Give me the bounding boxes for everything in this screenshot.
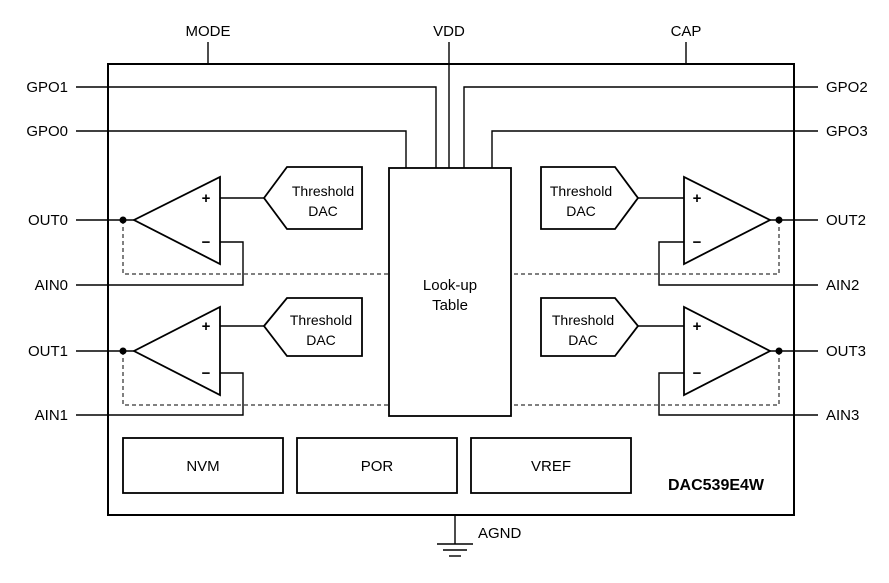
lookup-table-block	[388, 167, 512, 417]
ain2-wire	[658, 241, 818, 286]
pin-out3-label: OUT3	[826, 343, 866, 360]
pin-gpo2-label: GPO2	[826, 79, 868, 96]
por-block	[296, 437, 458, 494]
pin-cap-label: CAP	[671, 23, 702, 40]
dac3-label-line2: DAC	[568, 332, 598, 348]
pin-ain1-label: AIN1	[35, 407, 68, 424]
pin-ain2-label: AIN2	[826, 277, 859, 294]
pin-ain0-label: AIN0	[35, 277, 68, 294]
pin-out1-label: OUT1	[28, 343, 68, 360]
pin-ain3-label: AIN3	[826, 407, 859, 424]
feedback0-dash	[122, 220, 389, 275]
pin-vdd-label: VDD	[433, 23, 465, 40]
gpo1-wire	[76, 86, 437, 168]
chip-outline	[107, 63, 795, 516]
pin-out0-label: OUT0	[28, 212, 68, 229]
gpo2-wire	[463, 86, 818, 168]
threshold-dac3	[540, 297, 640, 357]
vref-block	[470, 437, 632, 494]
ain1-wire	[76, 372, 244, 416]
threshold-dac2	[540, 166, 640, 230]
gpo3-wire	[491, 130, 818, 168]
comp2-plus: +	[693, 190, 702, 207]
por-label: POR	[361, 458, 394, 475]
comp3-minus: −	[693, 365, 702, 382]
vref-label: VREF	[531, 458, 571, 475]
gpo0-wire	[76, 130, 407, 168]
lut-label-line1: Look-up	[423, 277, 477, 294]
dac1-label-line2: DAC	[306, 332, 336, 348]
comp2-minus: −	[693, 234, 702, 251]
nvm-block	[122, 437, 284, 494]
comparator3	[683, 305, 772, 397]
threshold-dac1	[262, 297, 363, 357]
feedback1-dash	[122, 351, 389, 406]
pin-out2-label: OUT2	[826, 212, 866, 229]
comp3-plus: +	[693, 318, 702, 335]
ain0-wire	[76, 241, 244, 286]
dac3-label-line1: Threshold	[552, 312, 614, 328]
nvm-label: NVM	[186, 458, 219, 475]
ain3-wire	[658, 372, 818, 416]
pin-mode-label: MODE	[186, 23, 231, 40]
comp0-minus: −	[202, 234, 211, 251]
pin-gpo0-label: GPO0	[26, 123, 68, 140]
dac1-label-line1: Threshold	[290, 312, 352, 328]
feedback2-dash	[511, 220, 780, 275]
comparator1	[132, 305, 221, 397]
comp1-plus: +	[202, 318, 211, 335]
comparator2	[683, 175, 772, 266]
pin-gpo1-label: GPO1	[26, 79, 68, 96]
device-name: DAC539E4W	[668, 477, 765, 494]
dac2-label-line2: DAC	[566, 203, 596, 219]
comp0-plus: +	[202, 190, 211, 207]
feedback3-dash	[511, 351, 780, 406]
pin-agnd-label: AGND	[478, 525, 522, 542]
dac0-label-line2: DAC	[308, 203, 338, 219]
dac2-label-line1: Threshold	[550, 183, 612, 199]
comparator0	[132, 175, 221, 266]
comp1-minus: −	[202, 365, 211, 382]
lut-label-line2: Table	[432, 297, 468, 314]
threshold-dac0	[262, 166, 363, 230]
dac0-label-line1: Threshold	[292, 183, 354, 199]
pin-gpo3-label: GPO3	[826, 123, 868, 140]
